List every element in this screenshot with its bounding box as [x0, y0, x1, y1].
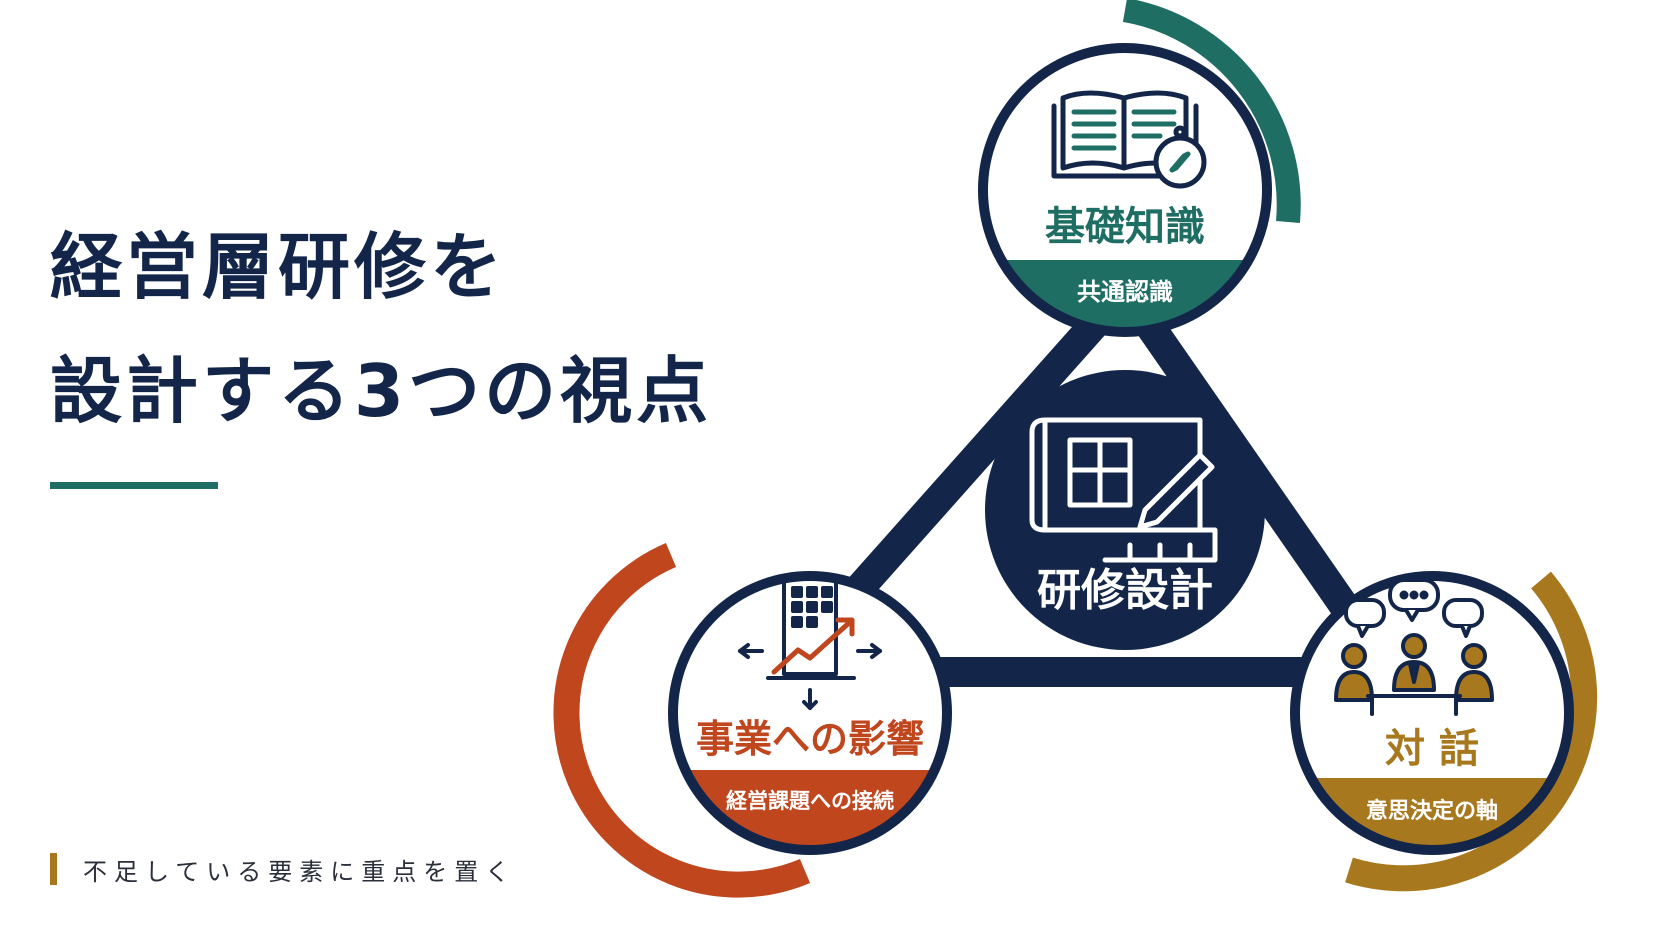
page-title-line-1: 経営層研修を [50, 225, 507, 309]
right-accent-arc [1345, 571, 1598, 892]
right-node-subtitle: 意思決定の軸 [1366, 798, 1498, 824]
footnote-marker [50, 853, 57, 885]
meeting-dialogue-icon [1334, 578, 1494, 716]
left-accent-arc [553, 543, 811, 898]
top-node-subtitle: 共通認識 [1077, 278, 1173, 306]
footnote: 不足している要素に重点を置く [50, 853, 517, 886]
page-title: 経営層研修を 設計する3つの視点 [50, 205, 712, 453]
blueprint-pencil-icon [1029, 417, 1218, 563]
node-training-design: 研修設計 [985, 370, 1265, 650]
node-dialogue: 対 話 意思決定の軸 [1290, 571, 1574, 855]
top-node-title: 基礎知識 [1045, 204, 1205, 250]
footnote-text: 不足している要素に重点を置く [83, 857, 517, 886]
title-underline [50, 482, 218, 489]
top-accent-arc [1122, 0, 1301, 224]
center-node-label: 研修設計 [1037, 565, 1213, 616]
left-node-title: 事業への影響 [696, 717, 924, 761]
page-title-line-2: 設計する3つの視点 [50, 349, 713, 433]
building-growth-icon [738, 576, 882, 710]
right-node-title: 対 話 [1385, 726, 1479, 772]
node-basic-knowledge: 基礎知識 共通認識 [978, 43, 1272, 337]
node-business-impact: 事業への影響 経営課題への接続 [668, 571, 952, 855]
left-node-subtitle: 経営課題への接続 [726, 789, 894, 813]
book-compass-icon [1051, 90, 1207, 189]
